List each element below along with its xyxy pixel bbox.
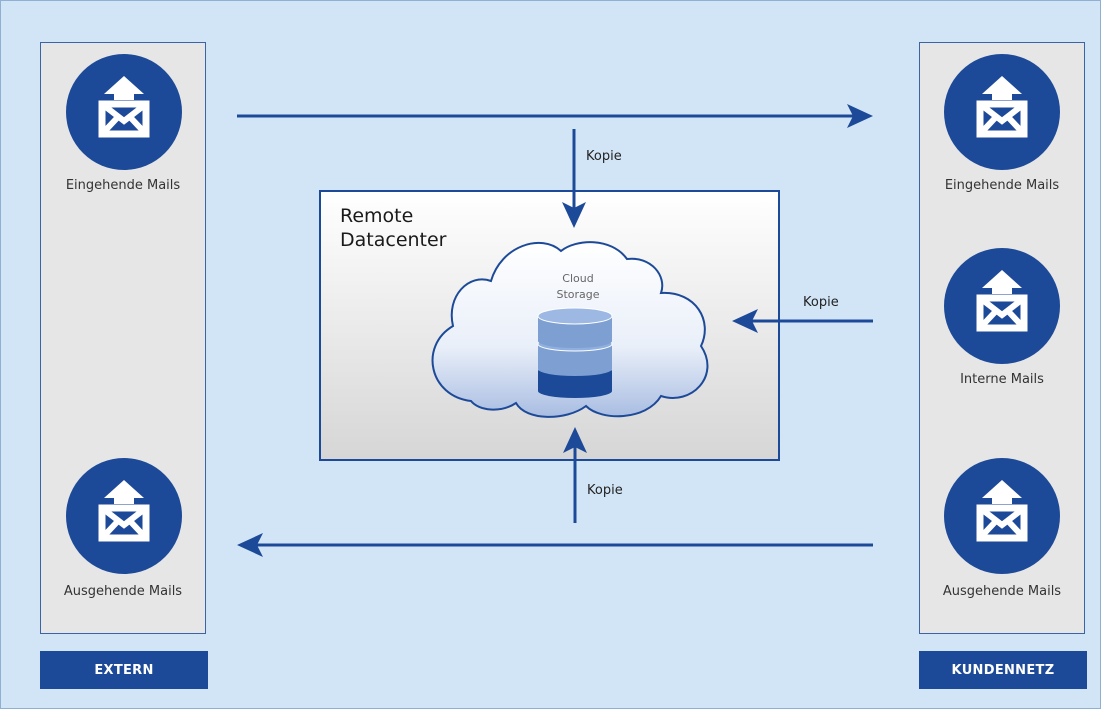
cloud-label-line1: Cloud xyxy=(562,272,594,285)
arrow-copy-right-icon xyxy=(732,309,758,333)
arrow-incoming-icon xyxy=(847,104,873,128)
arrows xyxy=(237,114,873,547)
arrow-copy-bottom-icon xyxy=(563,427,587,453)
arrowheads xyxy=(237,104,873,557)
extern-footer: EXTERN xyxy=(40,651,208,689)
mail-incoming-kundennetz-icon xyxy=(944,54,1060,170)
kundennetz-incoming-label: Eingehende Mails xyxy=(944,178,1060,193)
mail-incoming-extern-icon xyxy=(66,54,182,170)
extern-outgoing-label: Ausgehende Mails xyxy=(63,584,183,599)
mail-internal-kundennetz-icon xyxy=(944,248,1060,364)
mail-outgoing-kundennetz-icon xyxy=(944,458,1060,574)
copy-right-label: Kopie xyxy=(803,295,839,310)
arrow-copy-top-icon xyxy=(562,202,586,228)
mail-outgoing-extern-icon xyxy=(66,458,182,574)
datacenter-title-line1: Remote xyxy=(340,205,414,227)
copy-top-label: Kopie xyxy=(586,149,622,164)
datacenter-title-line2: Datacenter xyxy=(340,229,447,251)
copy-bottom-label: Kopie xyxy=(587,483,623,498)
arrow-outgoing-icon xyxy=(237,533,263,557)
kundennetz-footer: KUNDENNETZ xyxy=(919,651,1087,689)
extern-incoming-label: Eingehende Mails xyxy=(65,178,181,193)
database-icon xyxy=(537,307,613,398)
cloud-storage-label: Cloud Storage xyxy=(548,271,608,303)
cloud-label-line2: Storage xyxy=(556,288,600,301)
datacenter-title: Remote Datacenter xyxy=(340,204,447,252)
kundennetz-outgoing-label: Ausgehende Mails xyxy=(942,584,1062,599)
kundennetz-internal-label: Interne Mails xyxy=(960,372,1044,387)
